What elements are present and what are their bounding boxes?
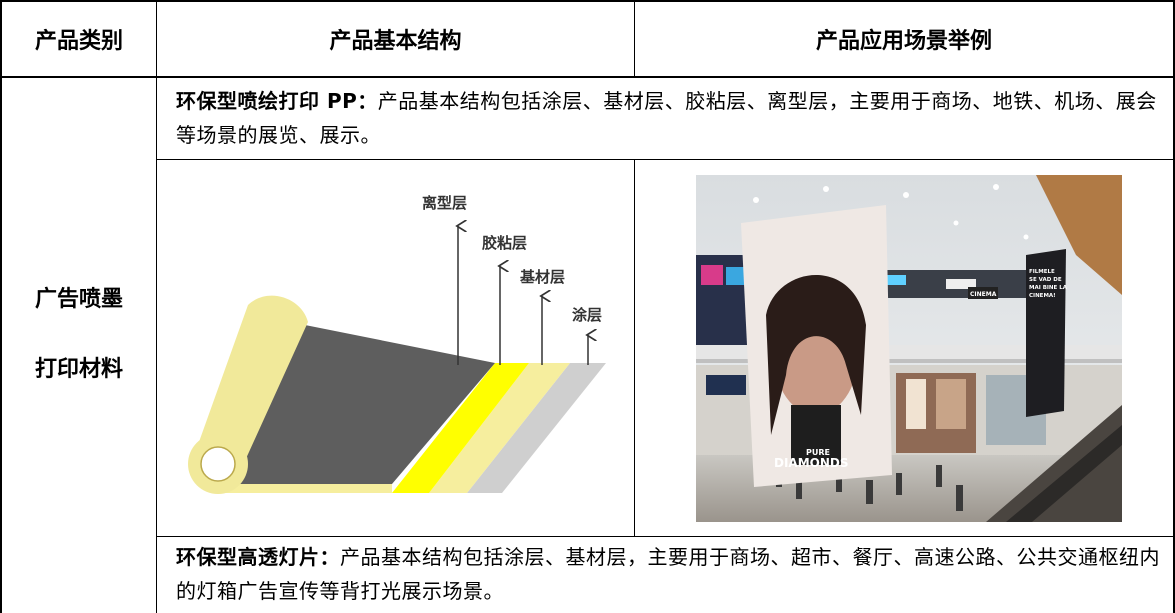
product-name-lightbox: 环保型高透灯片 <box>176 545 320 569</box>
table-border-row2-bottom <box>156 536 1175 537</box>
category-line-2: 打印材料 <box>34 357 123 382</box>
adhesive-layer <box>392 363 529 493</box>
table-border-col1 <box>156 0 157 613</box>
product-text-pp: 产品基本结构包括涂层、基材层、胶粘层、离型层，主要用于商场、地铁、机场、展会等场… <box>176 89 1157 147</box>
label-substrate: 基材层 <box>519 268 565 286</box>
mall-photo: PURE DIAMONDS FILMELE SE VAD DE MAI BINE… <box>696 175 1122 522</box>
header-category: 产品类别 <box>34 29 123 54</box>
category-cell: 广告喷墨 打印材料 <box>2 280 156 390</box>
banner-maibine: MAI BINE LA <box>1029 285 1068 291</box>
product-sep-lightbox: ： <box>319 545 340 569</box>
category-line-1: 广告喷墨 <box>34 287 123 312</box>
banner-sevad: SE VAD DE <box>1029 277 1062 283</box>
table-border-row1-bottom <box>156 159 1175 160</box>
label-adhesive: 胶粘层 <box>482 234 527 252</box>
product-sep-pp: ： <box>357 89 378 113</box>
label-coating: 涂层 <box>572 306 602 324</box>
roll-core <box>200 446 236 482</box>
release-layer <box>234 322 495 484</box>
header-structure: 产品基本结构 <box>329 29 462 54</box>
product-text-lightbox: 产品基本结构包括涂层、基材层，主要用于商场、超市、餐厅、高速公路、公共交通枢纽内… <box>176 545 1160 603</box>
coating-layer <box>467 363 606 493</box>
header-application: 产品应用场景举例 <box>815 29 992 54</box>
label-release: 离型层 <box>422 194 467 212</box>
table-border-left <box>0 0 2 613</box>
product-name-pp: 环保型喷绘打印 PP <box>176 89 358 113</box>
banner-cinema: CINEMA! <box>1029 293 1056 299</box>
banner-diamonds: DIAMONDS <box>774 456 849 470</box>
table-border-header-bottom <box>0 76 1175 78</box>
table-border-col2-images <box>634 159 635 536</box>
product-description-pp: 环保型喷绘打印 PP：产品基本结构包括涂层、基材层、胶粘层、离型层，主要用于商场… <box>176 84 1160 152</box>
layer-structure-diagram: 离型层 胶粘层 基材层 涂层 <box>160 162 632 534</box>
banner-filmele: FILMELE <box>1029 269 1055 275</box>
product-description-lightbox: 环保型高透灯片：产品基本结构包括涂层、基材层，主要用于商场、超市、餐厅、高速公路… <box>176 540 1160 608</box>
table-border-right <box>1173 0 1175 613</box>
substrate-layer <box>429 363 570 493</box>
table-border-col2-header <box>634 0 635 77</box>
sign-cinema: CINEMA <box>970 291 997 298</box>
banner-pure: PURE <box>806 448 830 457</box>
table-border-top <box>0 0 1175 2</box>
